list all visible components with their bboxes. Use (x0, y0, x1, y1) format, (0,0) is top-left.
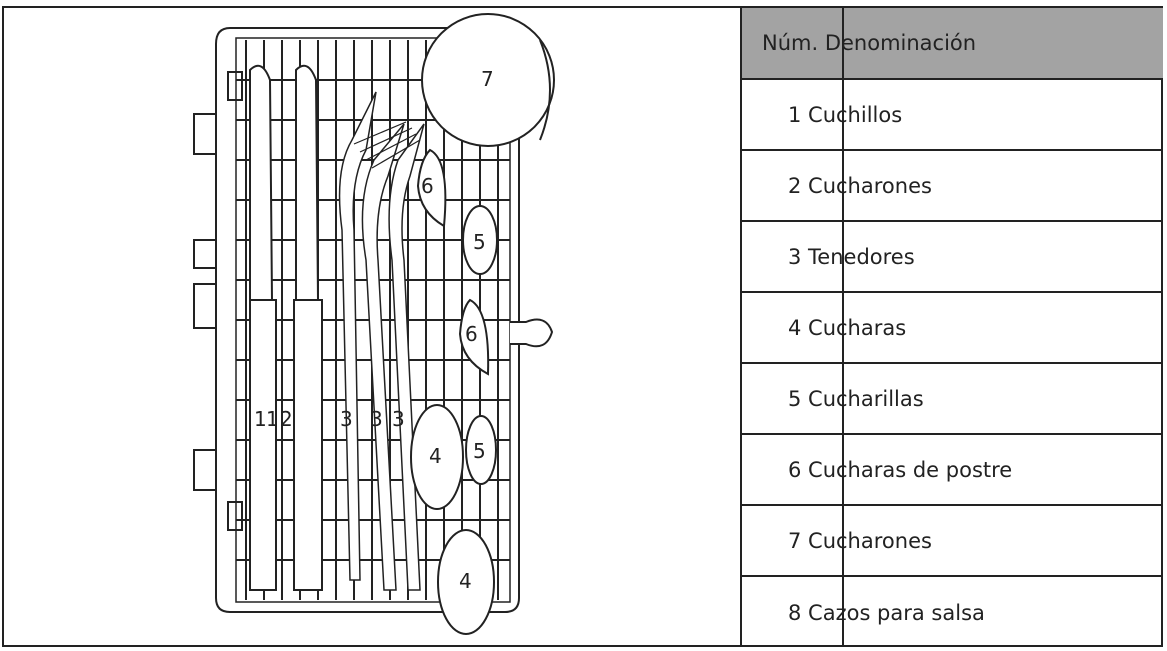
cutlery-basket-diagram: 7 6 5 6 1 1 2 3 3 3 4 5 4 (193, 13, 555, 635)
legend-row: 3 Tenedores (740, 222, 1163, 293)
legend-row-text: 4 Cucharas (788, 315, 907, 340)
legend-row: 6 Cucharas de postre (740, 435, 1163, 506)
basket-hinge (227, 71, 243, 101)
label-4: 4 (459, 569, 472, 593)
fork (388, 123, 425, 591)
legend-row-text: 3 Tenedores (788, 244, 915, 269)
ladle-rim (539, 39, 551, 141)
legend-left-border (740, 8, 742, 647)
legend-column-divider (842, 8, 844, 647)
basket-tab (193, 113, 217, 155)
legend-row-text: 6 Cucharas de postre (788, 457, 1013, 482)
spoon (410, 404, 464, 510)
legend-row: 7 Cucharones (740, 506, 1163, 577)
dessert-spoon (416, 148, 447, 228)
label-3: 3 (340, 407, 353, 431)
knife-blade (249, 64, 274, 301)
legend-table: Núm. Denominación 1 Cuchillos 2 Cucharon… (740, 8, 1163, 647)
label-1: 1 (254, 407, 267, 431)
legend-header-text: Núm. Denominación (762, 31, 977, 55)
label-5: 5 (473, 230, 486, 254)
label-1: 1 (266, 407, 279, 431)
cutlery-basket-illustration: 7 6 5 6 1 1 2 3 3 3 4 5 4 (193, 13, 555, 635)
teaspoon (465, 415, 497, 485)
basket-tab (193, 239, 217, 269)
legend-header: Núm. Denominación (740, 8, 1163, 80)
teaspoon (462, 205, 498, 275)
legend-row-text: 5 Cucharillas (788, 386, 924, 411)
legend-row: 2 Cucharones (740, 151, 1163, 222)
knife-blade (295, 64, 320, 301)
label-2: 2 (280, 407, 293, 431)
ladle-bowl (421, 13, 555, 147)
label-5: 5 (473, 439, 486, 463)
knife-handle (249, 299, 277, 591)
legend-row-text: 2 Cucharones (788, 173, 932, 198)
basket-inner-frame (235, 37, 511, 603)
label-4: 4 (429, 444, 442, 468)
label-7: 7 (481, 67, 494, 91)
figure-frame (2, 6, 1163, 647)
label-6: 6 (421, 174, 434, 198)
label-3: 3 (392, 407, 405, 431)
basket-tab (193, 449, 217, 491)
label-3: 3 (370, 407, 383, 431)
fork-tines (353, 121, 421, 169)
basket-tab (193, 283, 217, 329)
label-6: 6 (465, 322, 478, 346)
legend-row: 8 Cazos para salsa (740, 577, 1163, 648)
legend-row: 4 Cucharas (740, 293, 1163, 364)
basket-handle (510, 318, 554, 348)
legend-row-text: 8 Cazos para salsa (788, 600, 985, 625)
basket-hinge (227, 501, 243, 531)
legend-row: 1 Cuchillos (740, 80, 1163, 151)
legend-row: 5 Cucharillas (740, 364, 1163, 435)
legend-row-text: 1 Cuchillos (788, 102, 903, 127)
legend-row-text: 7 Cucharones (788, 528, 932, 553)
fork (338, 91, 377, 581)
knife-handle (293, 299, 323, 591)
fork (361, 123, 405, 591)
dessert-spoon (458, 298, 490, 376)
spoon (437, 529, 495, 635)
